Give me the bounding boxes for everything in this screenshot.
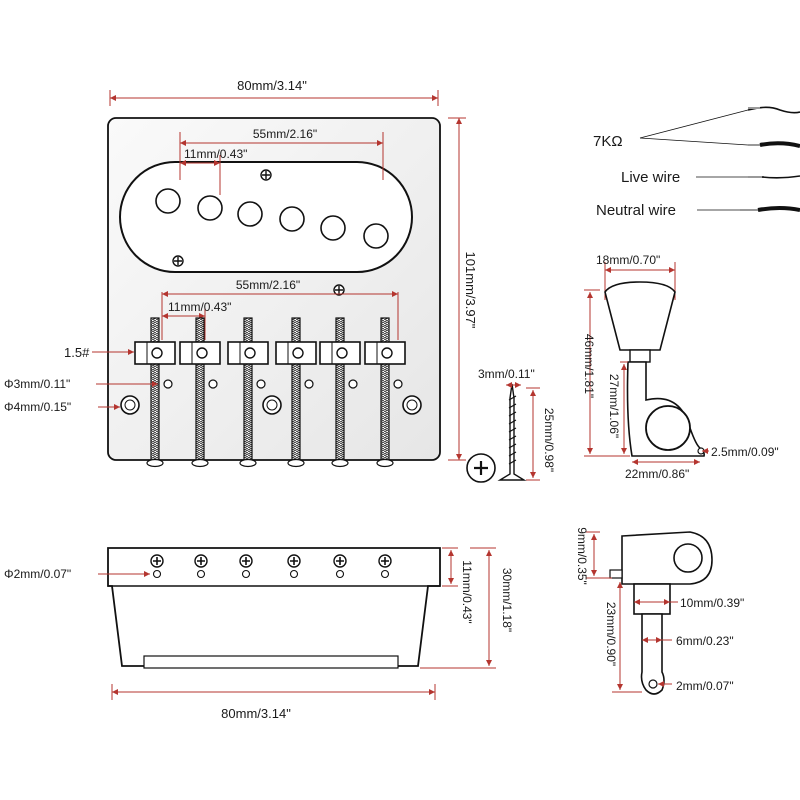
mount-hole-small bbox=[348, 379, 358, 389]
dim-tuner-base-width: 22mm/0.86" bbox=[625, 467, 689, 481]
saddles bbox=[134, 317, 406, 468]
saddle bbox=[134, 317, 176, 468]
wire bbox=[761, 175, 800, 179]
dim-bushing: 10mm/0.39" bbox=[680, 596, 744, 610]
dim-front-total-height: 30mm/1.18" bbox=[500, 568, 514, 632]
saddle bbox=[227, 317, 269, 468]
tuner-gear-cap bbox=[645, 405, 691, 451]
dim-screw-length: 25mm/0.98" bbox=[542, 408, 556, 472]
front-holes bbox=[150, 554, 392, 579]
dim-front-width: 80mm/3.14" bbox=[221, 706, 291, 721]
mount-hole-small bbox=[163, 379, 173, 389]
label-live-wire: Live wire bbox=[621, 169, 680, 186]
bridge-front-view: Φ2mm/0.07" 11mm/0.43" 30mm/1.18" 80mm/3.… bbox=[4, 547, 514, 721]
dim-tuner-pin: 2.5mm/0.09" bbox=[711, 445, 779, 459]
bridge-top-view: 80mm/3.14" 55mm/2.16" bbox=[4, 78, 478, 468]
label-resistance: 7KΩ bbox=[593, 133, 623, 150]
saddle bbox=[275, 317, 317, 468]
mount-hole-small bbox=[256, 379, 266, 389]
pole-piece bbox=[320, 215, 346, 241]
plate-screw-icon bbox=[260, 169, 272, 181]
screw-diagram: 3mm/0.11" 25mm/0.98" bbox=[466, 367, 556, 483]
wiring-diagram: 7KΩ Live wire Neutral wire bbox=[593, 106, 800, 219]
screw-head-icon bbox=[466, 453, 496, 483]
mount-hole-small bbox=[304, 379, 314, 389]
label-hole-small: Φ3mm/0.11" bbox=[4, 377, 70, 391]
tuner-post-shaft bbox=[640, 613, 665, 695]
dim-post-length: 23mm/0.90" bbox=[604, 602, 618, 666]
tuner-button bbox=[604, 281, 676, 351]
label-hole-large: Φ4mm/0.15" bbox=[4, 400, 71, 414]
dim-screw-diameter: 3mm/0.11" bbox=[478, 367, 535, 381]
saddle bbox=[179, 317, 221, 468]
pole-piece bbox=[155, 188, 181, 214]
dim-pickup-span: 55mm/2.16" bbox=[253, 127, 317, 141]
tuner-bushing bbox=[633, 583, 671, 615]
dim-post-hole: 2mm/0.07" bbox=[676, 679, 734, 693]
dim-tuner-button-height: 27mm/1.06" bbox=[607, 374, 621, 438]
plate-screw-icon bbox=[172, 255, 184, 267]
dim-post-head: 9mm/0.35" bbox=[575, 527, 589, 585]
front-screw-icon bbox=[194, 554, 208, 579]
tuner-post-hole bbox=[648, 679, 658, 689]
mount-hole-small bbox=[393, 379, 403, 389]
screw-body bbox=[497, 383, 527, 481]
front-screw-icon bbox=[239, 554, 253, 579]
front-screw-icon bbox=[150, 554, 164, 579]
dim-shaft: 6mm/0.23" bbox=[676, 634, 734, 648]
saddle bbox=[364, 317, 406, 468]
label-front-hole: Φ2mm/0.07" bbox=[4, 567, 71, 581]
tuner-side-view: 18mm/0.70" 46mm/1.81" 27mm/1.06" 22mm/0.… bbox=[582, 253, 779, 481]
mount-hole-small bbox=[208, 379, 218, 389]
dim-tuner-total-height: 46mm/1.81" bbox=[582, 334, 596, 398]
front-screw-icon bbox=[333, 554, 347, 579]
dim-bridge-height: 101mm/3.97" bbox=[463, 252, 478, 329]
bridge-front-base bbox=[143, 655, 399, 669]
saddle bbox=[319, 317, 361, 468]
label-saddle-screw: 1.5# bbox=[64, 345, 90, 360]
dim-saddle-span: 55mm/2.16" bbox=[236, 278, 300, 292]
pole-piece bbox=[279, 206, 305, 232]
pickup-pole-pieces bbox=[155, 188, 389, 249]
pole-piece bbox=[197, 195, 223, 221]
dim-pickup-spacing: 11mm/0.43" bbox=[184, 147, 247, 161]
wire bbox=[757, 206, 800, 212]
dim-bridge-width: 80mm/3.14" bbox=[237, 78, 307, 93]
front-screw-icon bbox=[378, 554, 392, 579]
pickup bbox=[119, 161, 413, 273]
tuner-post-view: 9mm/0.35" 23mm/0.90" 10mm/0.39" 6mm/0.23… bbox=[575, 527, 744, 695]
wire bbox=[759, 141, 800, 148]
label-neutral-wire: Neutral wire bbox=[596, 202, 676, 219]
dim-saddle-spacing: 11mm/0.43" bbox=[168, 300, 231, 314]
pole-piece bbox=[237, 201, 263, 227]
tuner-shaft bbox=[629, 349, 651, 363]
pole-piece bbox=[363, 223, 389, 249]
front-screw-icon bbox=[287, 554, 301, 579]
dim-front-plate-height: 11mm/0.43" bbox=[460, 560, 474, 623]
dim-tuner-button-width: 18mm/0.70" bbox=[596, 253, 660, 267]
